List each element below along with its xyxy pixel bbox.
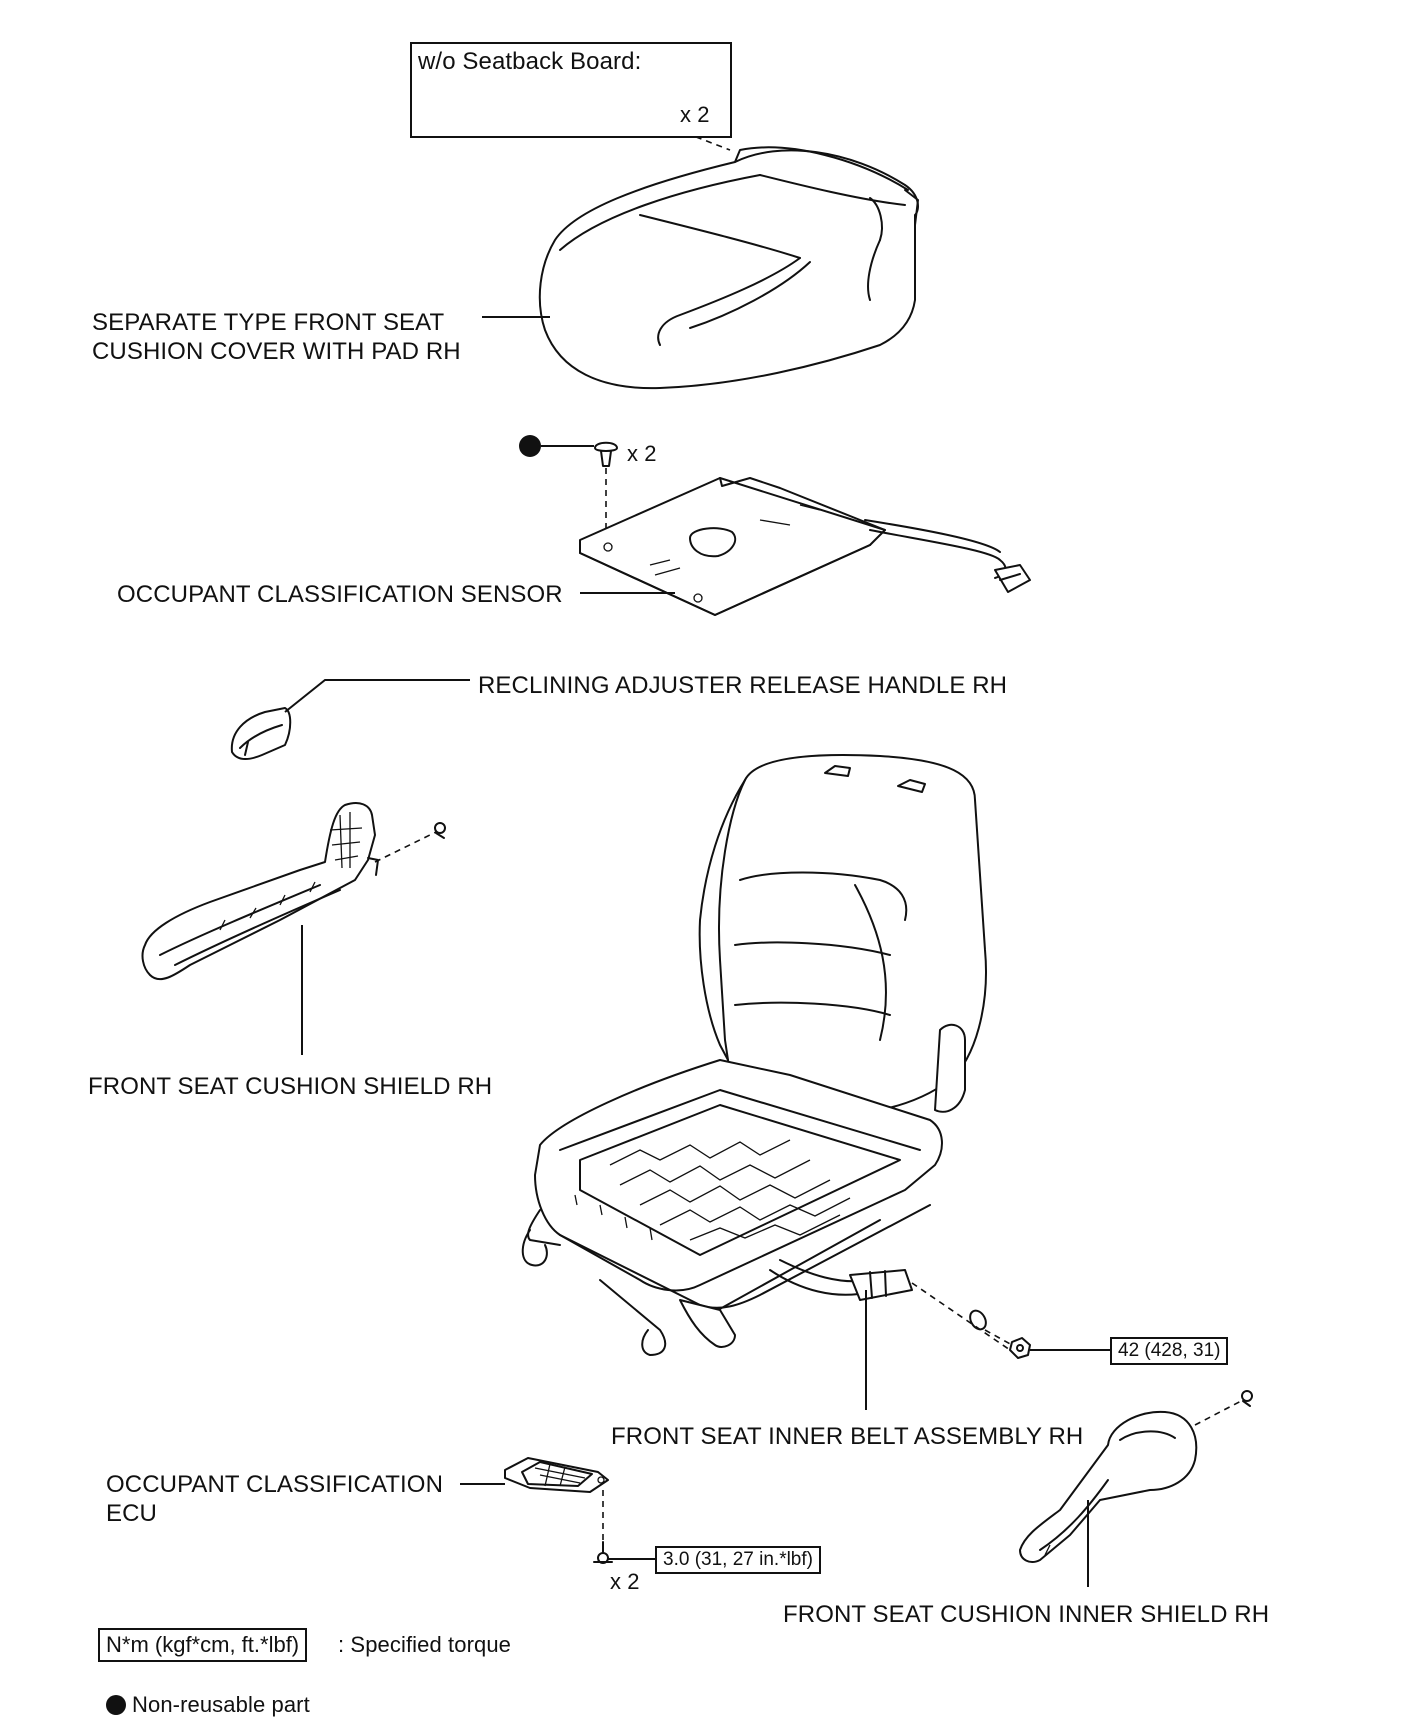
inner-shield-label: FRONT SEAT CUSHION INNER SHIELD RH <box>783 1601 1270 1628</box>
non-reusable-legend-text: Non-reusable part <box>132 1692 310 1717</box>
occupant-sensor-label: OCCUPANT CLASSIFICATION SENSOR <box>117 581 563 608</box>
nut-icon <box>1009 1337 1031 1359</box>
screw-icon <box>1241 1390 1253 1407</box>
ecu-drawing <box>504 1457 609 1493</box>
washer-icon <box>969 1309 987 1331</box>
non-reusable-mark-icon <box>519 435 541 457</box>
cushion-shield-label: FRONT SEAT CUSHION SHIELD RH <box>88 1073 493 1100</box>
seat-assembly-drawing <box>521 754 987 1356</box>
clip-icon <box>594 441 618 467</box>
ecu-bolt-torque-box: 3.0 (31, 27 in.*lbf) <box>655 1546 821 1574</box>
shield-screw-dashed-line <box>374 831 437 863</box>
cushion-shield-drawing <box>141 802 379 981</box>
screw-icon <box>434 822 446 839</box>
torque-unit-legend-box: N*m (kgf*cm, ft.*lbf) <box>98 1628 308 1662</box>
inner-shield-screw-dashed-line <box>1194 1399 1244 1426</box>
ecu-bolt-qty: x 2 <box>610 1569 640 1594</box>
cushion-cover-label-line1: SEPARATE TYPE FRONT SEAT <box>92 309 445 336</box>
clip-qty: x 2 <box>627 441 657 466</box>
seat-cushion-cover-drawing <box>538 146 919 390</box>
inner-belt-label: FRONT SEAT INNER BELT ASSEMBLY RH <box>611 1423 1084 1450</box>
ecu-label-line1: OCCUPANT CLASSIFICATION <box>106 1471 444 1498</box>
reclining-handle-label: RECLINING ADJUSTER RELEASE HANDLE RH <box>478 672 1008 699</box>
release-handle-drawing <box>230 707 292 761</box>
belt-nut-torque-box: 42 (428, 31) <box>1110 1337 1229 1365</box>
ecu-label-line2: ECU <box>106 1500 157 1527</box>
torque-legend-text: : Specified torque <box>338 1632 512 1657</box>
belt-washer-dashed-line <box>911 1282 1011 1351</box>
variant-title: w/o Seatback Board: <box>418 48 642 75</box>
inner-shield-drawing <box>1019 1410 1198 1563</box>
washer-nut-dashed-line <box>984 1329 1013 1346</box>
handle-leader-line <box>284 679 470 713</box>
non-reusable-legend-icon <box>106 1695 126 1715</box>
occupant-sensor-drawing <box>579 477 1031 616</box>
variant-note-box: w/o Seatback Board: x 2 <box>410 42 732 138</box>
variant-screw-qty: x 2 <box>680 102 710 127</box>
cushion-cover-label-line2: CUSHION COVER WITH PAD RH <box>92 338 461 365</box>
